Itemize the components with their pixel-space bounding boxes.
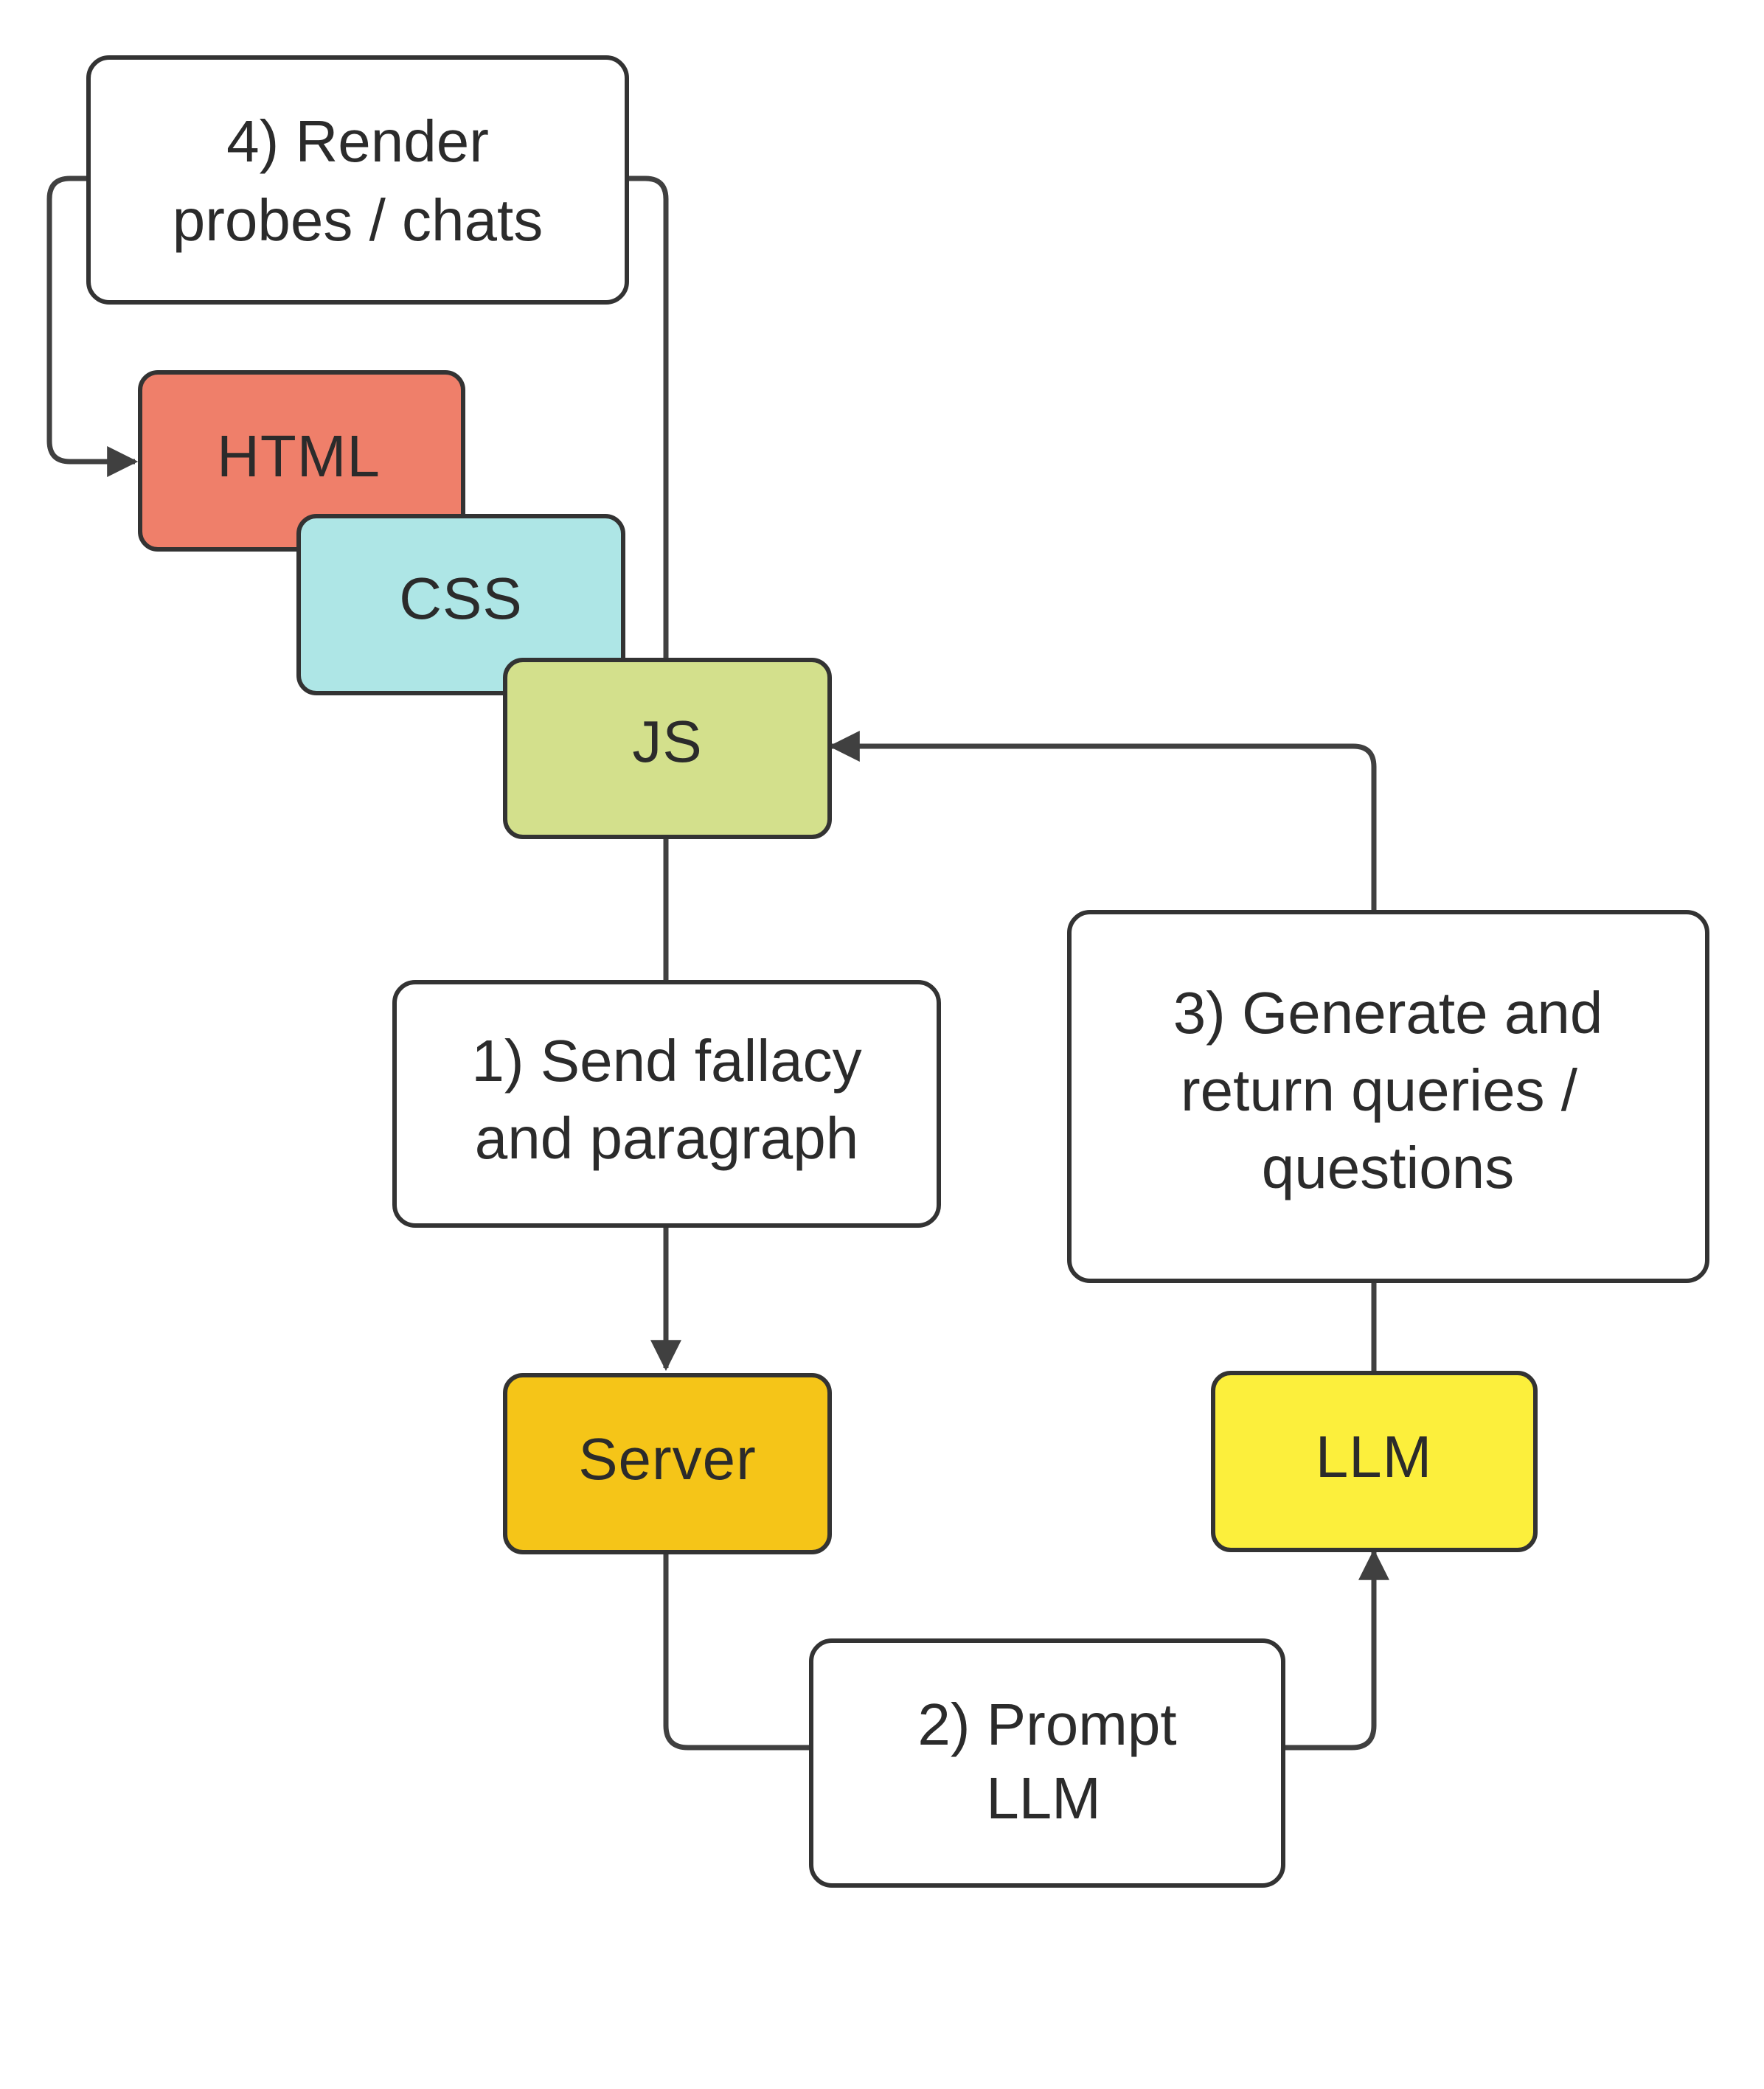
js-label: JS [632,709,702,774]
step1-line2: and paragraph [475,1105,858,1171]
js-block: JS [503,658,832,839]
step1-line1: 1) Send fallacy [471,1028,861,1094]
step2-box: 2) Prompt LLM [809,1638,1285,1888]
llm-block: LLM [1211,1371,1538,1552]
server-label: Server [578,1426,757,1492]
connector-js-to-html [46,175,669,660]
html-label: HTML [217,423,381,489]
step3-box: 3) Generate and return queries / questio… [1067,910,1709,1283]
step4-line1: 4) Render [226,108,489,174]
css-block: CSS [296,514,625,695]
step1-box: 1) Send fallacy and paragraph [392,980,941,1228]
llm-label: LLM [1316,1424,1433,1490]
step3-line2: return queries / [1181,1057,1578,1123]
connector-llm-to-js [828,731,1377,1372]
step2-line1: 2) Prompt [917,1692,1176,1757]
step2-line2: LLM [986,1765,1101,1831]
step3-line3: questions [1262,1135,1514,1200]
step4-line2: probes / chats [173,187,544,253]
step3-line1: 3) Generate and [1173,980,1603,1046]
step4-box: 4) Render probes / chats [86,55,629,305]
server-block: Server [503,1373,832,1554]
css-label: CSS [399,566,523,631]
html-block: HTML [138,370,465,552]
